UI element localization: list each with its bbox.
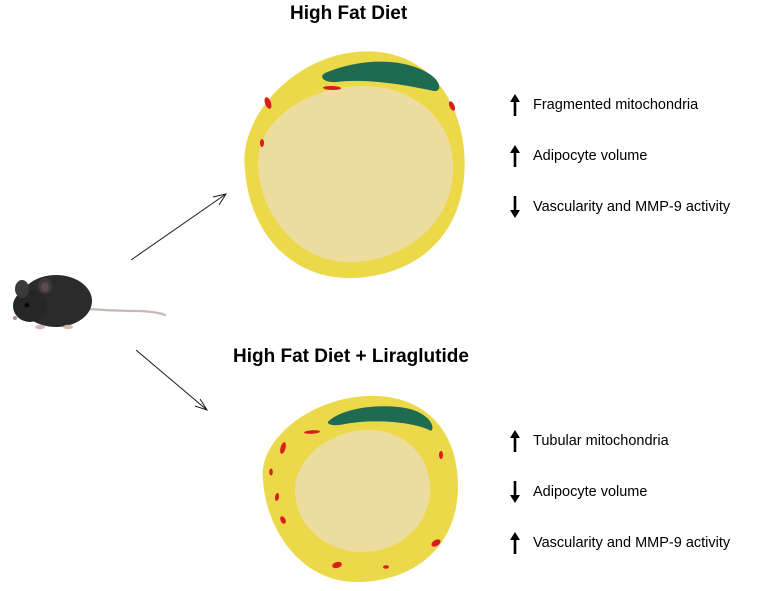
mouse-icon — [13, 275, 167, 330]
lipid-droplet — [257, 85, 454, 263]
effect-label: Vascularity and MMP-9 activity — [533, 199, 731, 215]
effect-label: Tubular mitochondria — [533, 433, 669, 449]
arrow-up-icon — [510, 430, 520, 452]
arrow-up-icon — [510, 532, 520, 554]
effect-label: Vascularity and MMP-9 activity — [533, 535, 731, 551]
arrow-up-icon — [510, 94, 520, 116]
adipocyte-cell-icon — [262, 395, 458, 583]
effect-item: Tubular mitochondria — [509, 429, 669, 453]
panel-title-liraglutide: High Fat Diet + Liraglutide — [233, 346, 469, 367]
effect-label: Fragmented mitochondria — [533, 97, 699, 113]
nucleus — [327, 406, 433, 431]
effect-item: Fragmented mitochondria — [509, 93, 698, 117]
arrow-down-icon — [510, 196, 520, 218]
effect-label: Adipocyte volume — [533, 484, 648, 500]
nucleus — [322, 61, 440, 92]
mitochondria — [269, 430, 443, 569]
arrow-up-icon — [510, 145, 520, 167]
effect-item: Adipocyte volume — [509, 144, 647, 168]
effect-item: Vascularity and MMP-9 activity — [509, 531, 730, 555]
arrow-to-high-fat-diet — [130, 193, 228, 261]
effect-item: Vascularity and MMP-9 activity — [509, 195, 730, 219]
effect-label: Adipocyte volume — [533, 148, 648, 164]
effect-item: Adipocyte volume — [509, 480, 647, 504]
arrow-down-icon — [510, 481, 520, 503]
arrow-to-liraglutide — [135, 349, 209, 411]
mitochondria — [260, 85, 456, 147]
panel-title-high-fat-diet: High Fat Diet — [290, 3, 408, 24]
adipocyte-cell-icon — [244, 51, 465, 279]
lipid-droplet — [295, 430, 431, 552]
